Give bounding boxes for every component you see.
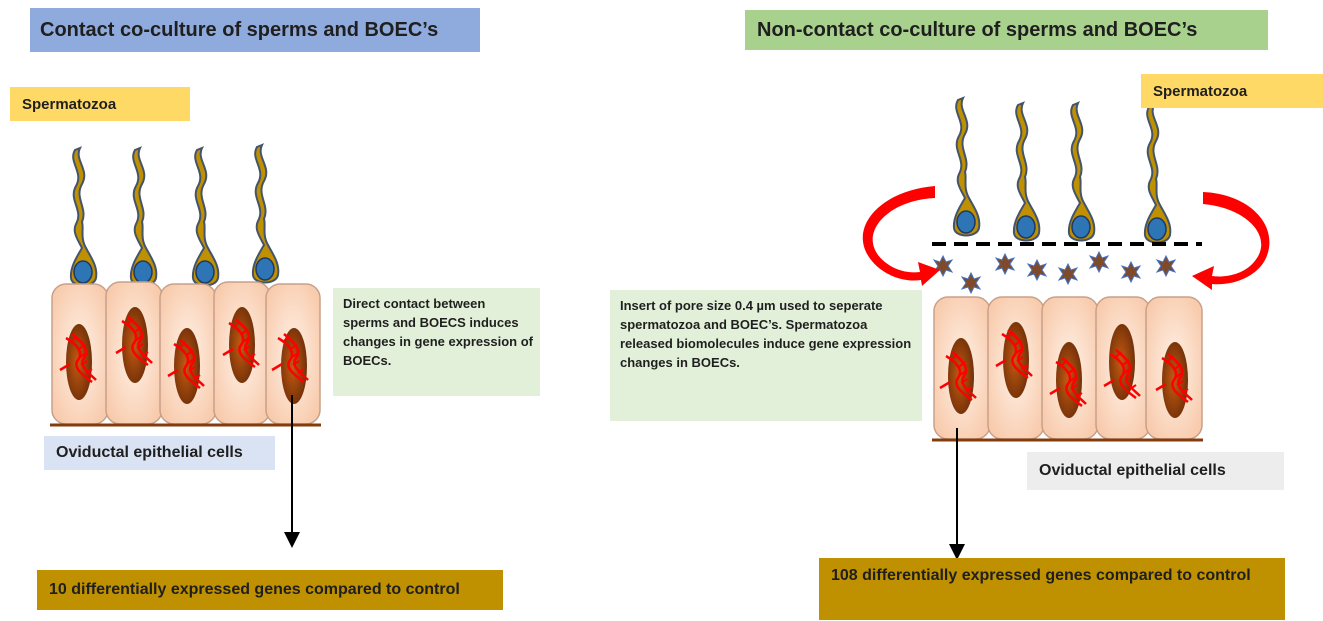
curved-arrow-left-icon bbox=[862, 186, 940, 286]
left-result-box: 10 differentially expressed genes compar… bbox=[37, 570, 503, 610]
biomolecules bbox=[933, 251, 1176, 294]
sperm-icon bbox=[129, 147, 158, 287]
left-epithelial-layer bbox=[50, 281, 321, 427]
sperm-icon bbox=[1012, 102, 1041, 242]
left-contact-note: Direct contact between sperms and BOECS … bbox=[333, 288, 540, 396]
left-spermatozoa-label: Spermatozoa bbox=[10, 87, 190, 121]
biomolecule-icon bbox=[995, 253, 1015, 275]
right-epithelial-layer bbox=[932, 296, 1203, 442]
left-sperm-group bbox=[69, 144, 280, 287]
right-cells-label: Oviductal epithelial cells bbox=[1027, 452, 1284, 490]
biomolecule-icon bbox=[933, 255, 953, 277]
nucleus bbox=[66, 324, 92, 400]
sperm-icon bbox=[1143, 104, 1172, 244]
right-panel-title: Non-contact co-culture of sperms and BOE… bbox=[745, 10, 1268, 50]
nucleus bbox=[1109, 324, 1135, 400]
biomolecule-icon bbox=[1156, 255, 1176, 277]
biomolecule-icon bbox=[1058, 263, 1078, 285]
right-result-box: 108 differentially expressed genes compa… bbox=[819, 558, 1285, 620]
biomolecule-icon bbox=[1121, 261, 1141, 283]
nucleus bbox=[122, 307, 148, 383]
sperm-icon bbox=[1067, 102, 1096, 242]
left-panel-title: Contact co-culture of sperms and BOEC’s bbox=[30, 8, 480, 52]
nucleus bbox=[1003, 322, 1029, 398]
biomolecule-icon bbox=[1089, 251, 1109, 273]
sperm-icon bbox=[69, 147, 98, 287]
right-insert-note: Insert of pore size 0.4 µm used to seper… bbox=[610, 290, 922, 421]
sperm-icon bbox=[191, 147, 220, 287]
right-spermatozoa-label: Spermatozoa bbox=[1141, 74, 1323, 108]
biomolecule-icon bbox=[961, 272, 981, 294]
nucleus bbox=[948, 338, 974, 414]
curved-arrow-right-icon bbox=[1192, 192, 1270, 290]
sperm-icon bbox=[251, 144, 280, 284]
biomolecule-icon bbox=[1027, 259, 1047, 281]
left-cells-label: Oviductal epithelial cells bbox=[44, 436, 275, 470]
right-sperm-group bbox=[952, 97, 1172, 244]
sperm-icon bbox=[952, 97, 981, 237]
